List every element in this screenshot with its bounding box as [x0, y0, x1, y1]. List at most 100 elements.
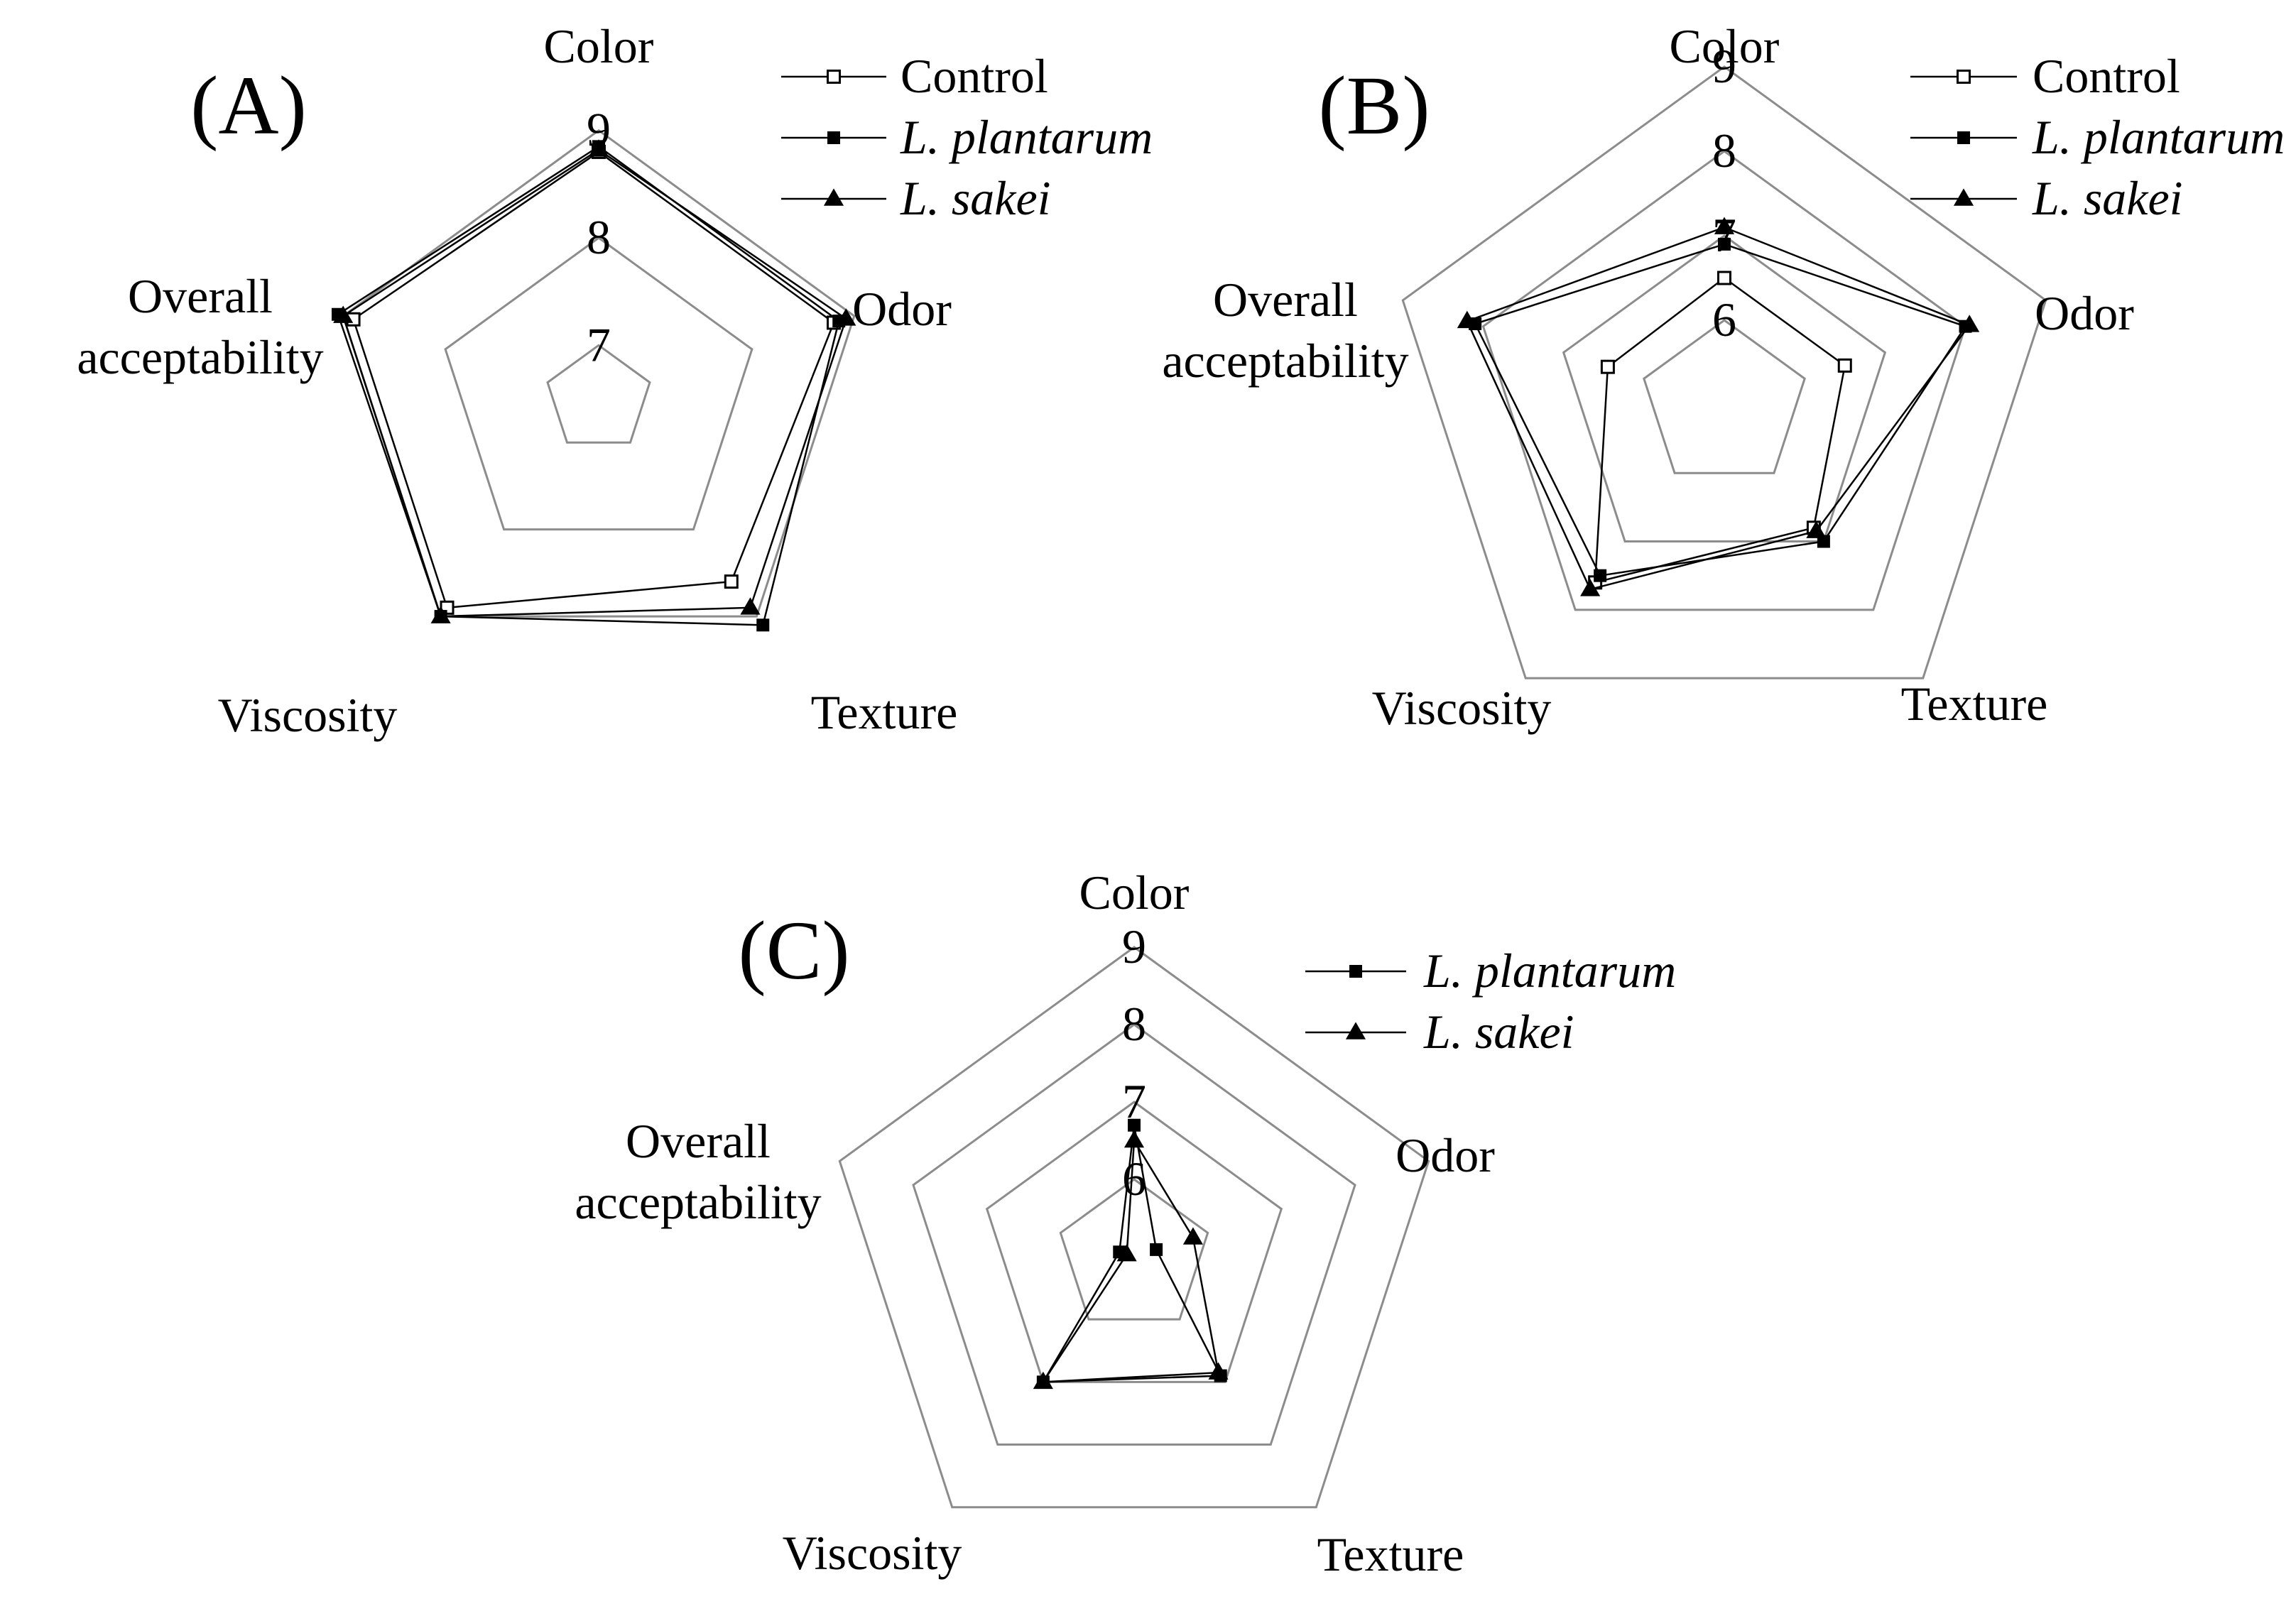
- series-line-control: [352, 151, 835, 609]
- axis-label-odor: Odor: [2035, 286, 2134, 340]
- legend-item-control: Control: [1910, 49, 2180, 103]
- grid-ring-6: [1059, 1178, 1209, 1321]
- data-point-l-sakei-viscosity: [430, 606, 451, 623]
- legend-item-l-plantarum: L. plantarum: [781, 110, 1153, 164]
- data-point-l-sakei-overall-acceptability: [333, 305, 354, 323]
- grid-ring-7: [985, 1101, 1283, 1383]
- data-point-l-sakei-odor: [1959, 315, 1980, 332]
- series-line-l-plantarum: [1041, 1125, 1222, 1383]
- series-line-control: [1594, 276, 1846, 584]
- axis-label-color: Color: [1670, 19, 1780, 73]
- tick-label-9: 9: [1712, 39, 1736, 93]
- series-line-l-sakei: [1466, 226, 1971, 591]
- grid-ring-9: [838, 946, 1430, 1509]
- tick-label-8: 8: [1712, 124, 1736, 178]
- series-l-plantarum: [1469, 237, 1972, 582]
- tick-label-6: 6: [1712, 293, 1736, 346]
- grid-ring-8: [444, 236, 753, 531]
- legend-label: Control: [901, 49, 1048, 103]
- tick-label-8: 8: [1122, 997, 1146, 1051]
- legend-item-l-sakei: L. sakei: [781, 171, 1051, 225]
- series-l-sakei: [1457, 217, 1980, 596]
- legend-marker: [1345, 1022, 1366, 1039]
- grid-ring-8: [1481, 150, 1967, 611]
- legend: Control L. plantarum L. sakei: [1910, 49, 2285, 225]
- grid-ring-7: [546, 344, 651, 444]
- data-point-l-sakei-color: [588, 139, 609, 157]
- data-point-l-sakei-texture: [1208, 1362, 1229, 1380]
- axis-label-viscosity: Viscosity: [218, 688, 398, 742]
- axis-label-color: Color: [544, 19, 654, 73]
- legend-label: Control: [2033, 49, 2180, 103]
- axis-label-texture: Texture: [811, 685, 958, 739]
- axis-label-viscosity: Viscosity: [783, 1526, 962, 1580]
- legend-label: L. plantarum: [1423, 944, 1676, 998]
- data-point-l-sakei-texture: [1806, 520, 1827, 538]
- grid-ring-9: [342, 129, 856, 618]
- data-point-l-sakei-odor: [1182, 1227, 1203, 1245]
- data-point-l-plantarum-color: [1128, 1118, 1141, 1132]
- legend-marker: [823, 188, 844, 206]
- axis-label-odor: Odor: [1395, 1128, 1495, 1182]
- data-point-l-plantarum-color: [1718, 237, 1731, 251]
- legend-marker: [827, 70, 841, 84]
- panel-label: (A): [190, 59, 307, 152]
- legend-item-l-plantarum: L. plantarum: [1910, 110, 2285, 164]
- legend-label: L. plantarum: [900, 110, 1153, 164]
- data-point-l-sakei-viscosity: [1580, 579, 1601, 596]
- data-point-control-odor: [1837, 358, 1852, 373]
- data-point-control-texture: [724, 574, 739, 589]
- legend-label: L. plantarum: [2032, 110, 2285, 164]
- legend-label: L. sakei: [1423, 1005, 1574, 1059]
- legend-item-control: Control: [781, 49, 1048, 103]
- series-l-sakei: [1033, 1130, 1229, 1390]
- data-point-l-plantarum-viscosity: [1594, 569, 1607, 582]
- legend-item-l-plantarum: L. plantarum: [1305, 944, 1676, 998]
- series-line-l-plantarum: [337, 145, 840, 626]
- data-point-l-sakei-overall-acceptability: [1457, 310, 1477, 329]
- legend: L. plantarum L. sakei: [1305, 944, 1676, 1059]
- grid-ring-9: [1401, 65, 2047, 680]
- legend-marker: [1957, 70, 1971, 84]
- tick-label-7: 7: [587, 317, 611, 371]
- panel-label: (C): [738, 904, 849, 997]
- data-point-l-sakei-odor: [836, 308, 856, 326]
- data-point-l-sakei-texture: [740, 597, 761, 615]
- panel-label: (B): [1318, 59, 1430, 152]
- legend-marker: [1957, 131, 1970, 144]
- axis-label-viscosity: Viscosity: [1372, 681, 1552, 735]
- legend-label: L. sakei: [900, 171, 1051, 225]
- legend-label: L. sakei: [2032, 171, 2183, 225]
- tick-label-7: 7: [1712, 208, 1736, 262]
- tick-label-8: 8: [587, 210, 611, 264]
- data-point-l-plantarum-texture: [756, 618, 770, 632]
- data-point-l-sakei-color: [1123, 1130, 1145, 1148]
- grid-ring-7: [1562, 234, 1887, 543]
- legend-marker: [1349, 965, 1362, 978]
- data-point-control-overall-acceptability: [1600, 359, 1615, 374]
- data-point-control-color: [1717, 271, 1731, 285]
- axis-label-color: Color: [1079, 866, 1190, 919]
- legend-item-l-sakei: L. sakei: [1305, 1005, 1574, 1059]
- data-point-l-sakei-color: [1714, 217, 1735, 234]
- data-point-l-sakei-viscosity: [1033, 1371, 1053, 1390]
- axis-label-odor: Odor: [852, 282, 952, 336]
- series-line-l-sakei: [342, 148, 847, 618]
- data-point-l-sakei-overall-acceptability: [1116, 1243, 1137, 1262]
- legend-item-l-sakei: L. sakei: [1910, 171, 2183, 225]
- legend: Control L. plantarum L. sakei: [781, 49, 1153, 225]
- tick-label-9: 9: [1122, 919, 1146, 973]
- axis-label-texture: Texture: [1901, 677, 2048, 731]
- grid-ring-8: [912, 1023, 1356, 1446]
- series-line-l-sakei: [1041, 1137, 1220, 1383]
- series-l-sakei: [333, 139, 856, 623]
- axis-label-texture: Texture: [1317, 1527, 1464, 1581]
- grid-ring-6: [1643, 319, 1806, 474]
